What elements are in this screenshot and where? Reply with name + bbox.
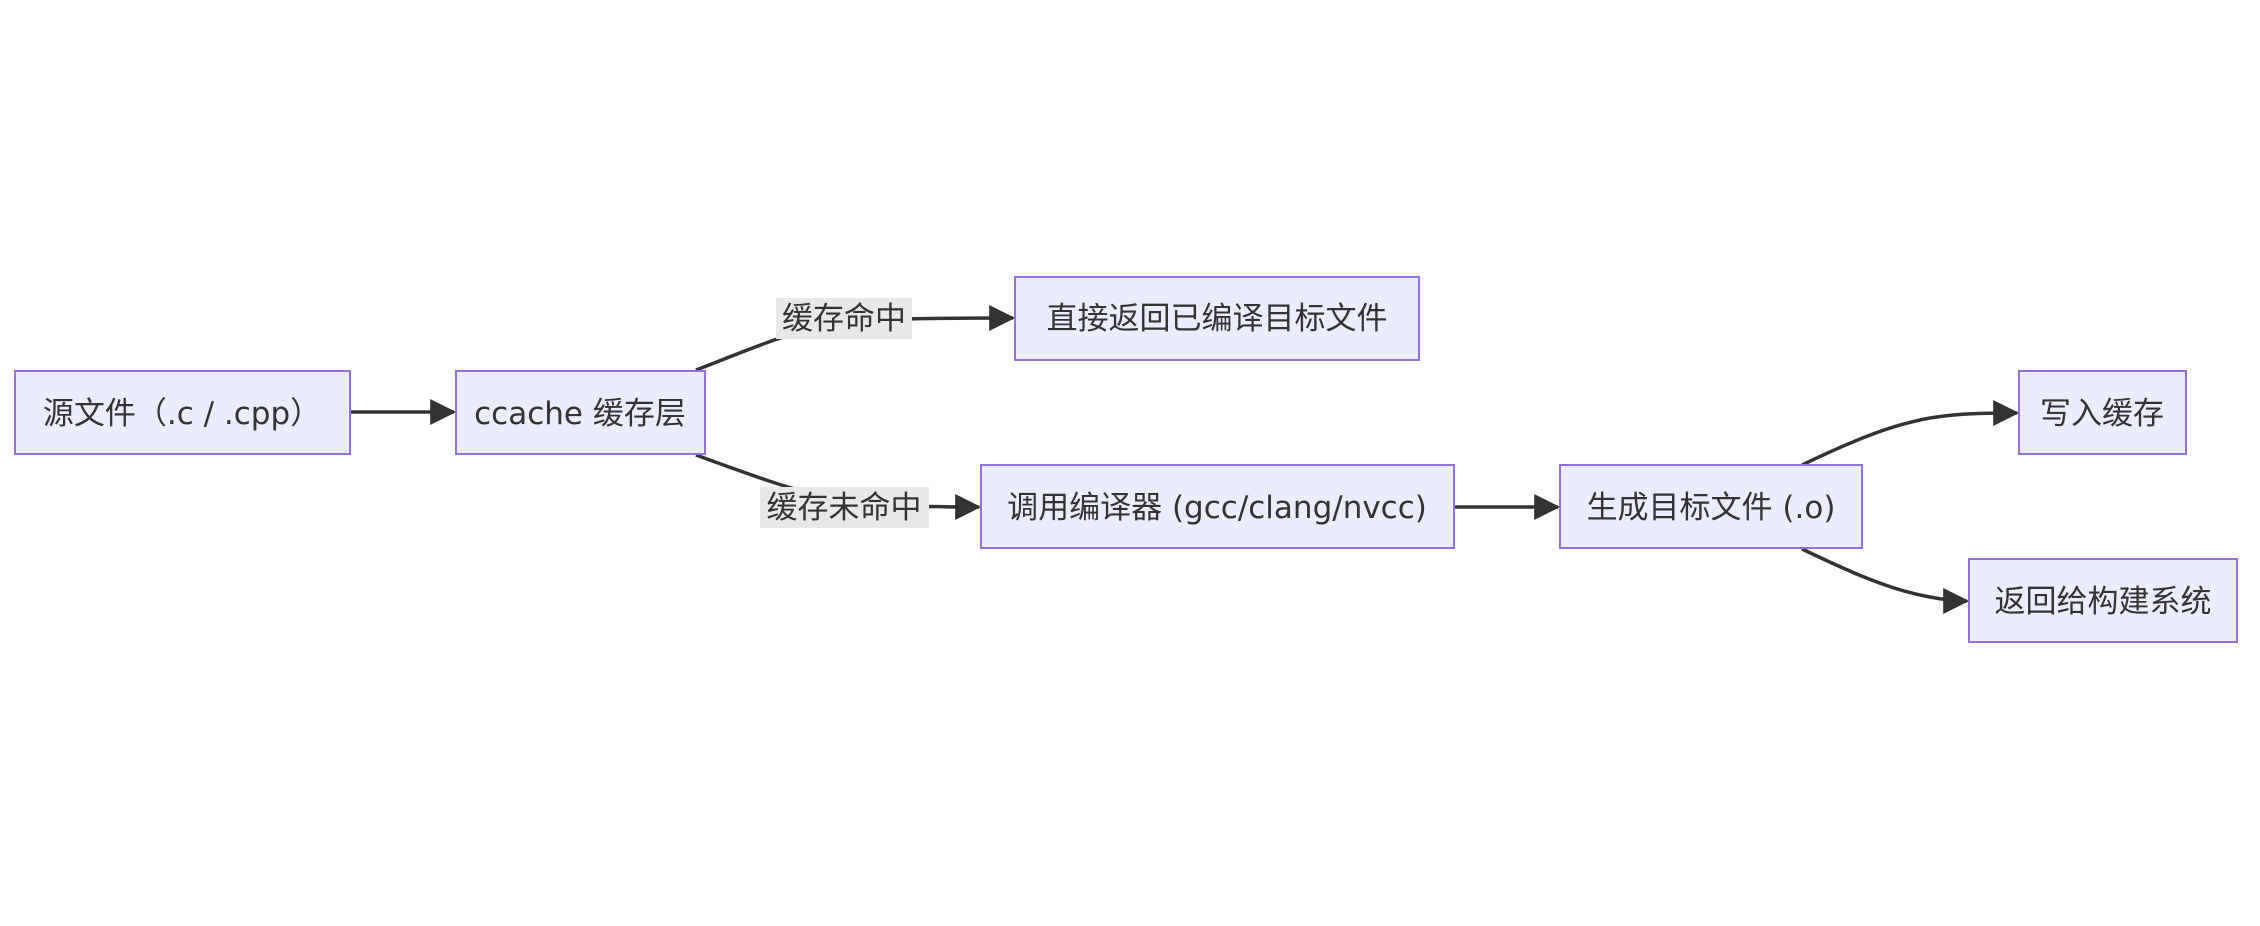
node-invoke-compiler: 调用编译器 (gcc/clang/nvcc): [980, 464, 1455, 549]
edge-generate-to-return-build: [1801, 547, 1970, 614]
node-direct-return-label: 直接返回已编译目标文件: [1047, 301, 1388, 337]
node-direct-return: 直接返回已编译目标文件: [1014, 276, 1420, 361]
node-source-file-label: 源文件（.c / .cpp）: [43, 396, 321, 432]
edge-label-cache-miss-text: 缓存未命中: [767, 490, 922, 526]
edge-label-cache-miss: 缓存未命中: [760, 487, 929, 528]
node-source-file: 源文件（.c / .cpp）: [14, 370, 351, 455]
node-generate-object: 生成目标文件 (.o): [1559, 464, 1863, 549]
edge-generate-to-write-cache: [1801, 400, 2020, 467]
node-invoke-compiler-label: 调用编译器 (gcc/clang/nvcc): [1007, 490, 1427, 526]
node-ccache-layer: ccache 缓存层: [455, 370, 706, 455]
node-ccache-layer-label: ccache 缓存层: [474, 396, 686, 432]
node-generate-object-label: 生成目标文件 (.o): [1587, 490, 1836, 526]
node-write-cache: 写入缓存: [2018, 370, 2187, 455]
edge-label-cache-hit: 缓存命中: [776, 298, 912, 339]
node-return-build-system: 返回给构建系统: [1968, 558, 2238, 643]
node-return-build-system-label: 返回给构建系统: [1995, 584, 2212, 620]
edge-label-cache-hit-text: 缓存命中: [782, 301, 906, 337]
node-write-cache-label: 写入缓存: [2040, 396, 2164, 432]
